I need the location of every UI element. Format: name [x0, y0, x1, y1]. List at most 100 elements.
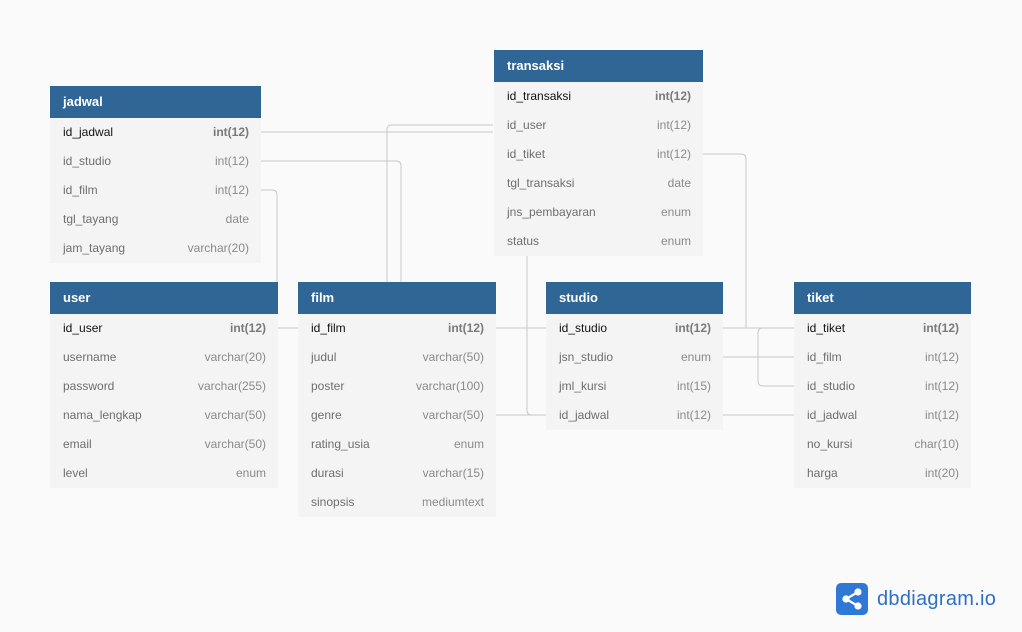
field-name: level: [63, 466, 88, 480]
field-name: jml_kursi: [559, 379, 607, 393]
field-name: tgl_transaksi: [507, 176, 575, 190]
field-type: int(12): [214, 154, 249, 168]
field-row-user-username[interactable]: username varchar(20): [50, 343, 278, 372]
field-row-transaksi-id-tiket[interactable]: id_tiket int(12): [494, 140, 703, 169]
field-type: varchar(255): [197, 379, 266, 393]
field-name: id_jadwal: [807, 408, 858, 422]
field-type: varchar(20): [187, 241, 249, 255]
field-type: varchar(15): [422, 466, 484, 480]
field-type: varchar(50): [204, 437, 266, 451]
table-studio[interactable]: studio id_studio int(12) jsn_studio enum jml…: [546, 282, 723, 430]
field-name: id_jadwal: [63, 125, 114, 139]
field-name: jns_pembayaran: [507, 205, 596, 219]
field-name: sinopsis: [311, 495, 355, 509]
field-row-studio-id-studio[interactable]: id_studio int(12): [546, 314, 723, 343]
field-type: varchar(50): [422, 350, 484, 364]
field-name: id_jadwal: [559, 408, 610, 422]
field-row-transaksi-jns-pembayaran[interactable]: jns_pembayaran enum: [494, 198, 703, 227]
field-type: int(12): [655, 89, 691, 103]
field-type: int(12): [923, 321, 959, 335]
field-row-transaksi-id-user[interactable]: id_user int(12): [494, 111, 703, 140]
table-header-user[interactable]: user: [50, 282, 278, 314]
relation-transaksi-id-tiket-tiket: [703, 153, 747, 328]
field-row-studio-jml-kursi[interactable]: jml_kursi int(15): [546, 372, 723, 401]
field-name: durasi: [311, 466, 344, 480]
field-type: int(12): [924, 350, 959, 364]
field-row-jadwal-jam-tayang[interactable]: jam_tayang varchar(20): [50, 234, 261, 263]
field-row-studio-id-jadwal[interactable]: id_jadwal int(12): [546, 401, 723, 430]
field-row-transaksi-status[interactable]: status enum: [494, 227, 703, 256]
field-name: id_film: [807, 350, 842, 364]
table-header-film[interactable]: film: [298, 282, 496, 314]
field-type: int(12): [676, 408, 711, 422]
field-type: int(12): [656, 147, 691, 161]
table-header-tiket[interactable]: tiket: [794, 282, 971, 314]
relation-jadwal-id-jadwal-transaksi-id-user: [261, 124, 493, 282]
field-type: int(12): [230, 321, 266, 335]
field-name: id_tiket: [507, 147, 546, 161]
field-name: username: [63, 350, 117, 364]
field-type: enum: [660, 234, 691, 248]
field-name: status: [507, 234, 540, 248]
field-name: harga: [807, 466, 838, 480]
field-type: enum: [235, 466, 266, 480]
relation-transaksi-status-studio-id-jadwal: [526, 256, 546, 416]
table-header-jadwal[interactable]: jadwal: [50, 86, 261, 118]
field-name: jsn_studio: [559, 350, 614, 364]
field-type: int(12): [675, 321, 711, 335]
field-type: date: [225, 212, 249, 226]
brand-logo[interactable]: dbdiagram.io: [836, 583, 996, 615]
field-type: int(12): [448, 321, 484, 335]
field-row-film-durasi[interactable]: durasi varchar(15): [298, 459, 496, 488]
brand-name: dbdiagram.io: [877, 587, 997, 610]
field-row-jadwal-tgl-tayang[interactable]: tgl_tayang date: [50, 205, 261, 234]
table-header-studio[interactable]: studio: [546, 282, 723, 314]
field-type: enum: [660, 205, 691, 219]
field-name: tgl_tayang: [63, 212, 119, 226]
field-row-tiket-id-film[interactable]: id_film int(12): [794, 343, 971, 372]
field-name: id_studio: [559, 321, 608, 335]
field-type: int(15): [676, 379, 711, 393]
field-type: varchar(50): [204, 408, 266, 422]
field-type: int(12): [656, 118, 691, 132]
field-type: enum: [680, 350, 711, 364]
field-name: id_film: [63, 183, 98, 197]
field-name: email: [63, 437, 92, 451]
field-row-user-level[interactable]: level enum: [50, 459, 278, 488]
field-name: jam_tayang: [63, 241, 126, 255]
field-row-user-email[interactable]: email varchar(50): [50, 430, 278, 459]
field-row-studio-jsn-studio[interactable]: jsn_studio enum: [546, 343, 723, 372]
table-header-transaksi[interactable]: transaksi: [494, 50, 703, 82]
field-type: varchar(20): [204, 350, 266, 364]
field-name: id_user: [507, 118, 547, 132]
